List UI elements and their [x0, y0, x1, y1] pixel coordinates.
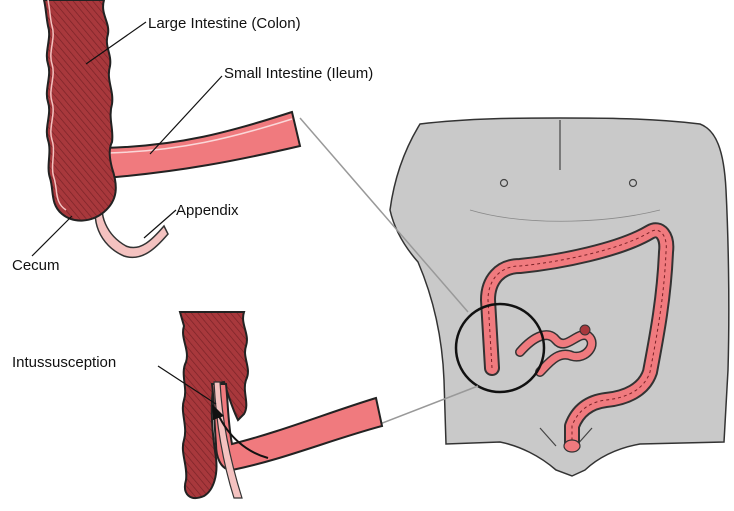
intussusception-inset	[158, 312, 382, 498]
colon-shape	[44, 0, 116, 221]
label-intussusception: Intussusception	[12, 355, 116, 370]
torso	[390, 118, 729, 476]
torso-body	[390, 118, 729, 476]
small-intestine-tube	[104, 112, 300, 178]
label-cecum: Cecum	[12, 258, 60, 273]
normal-anatomy-inset	[32, 0, 300, 257]
label-appendix: Appendix	[176, 203, 239, 218]
pointer-cecum	[32, 216, 72, 256]
label-large-intestine: Large Intestine (Colon)	[148, 16, 301, 31]
label-small-intestine: Small Intestine (Ileum)	[224, 66, 373, 81]
